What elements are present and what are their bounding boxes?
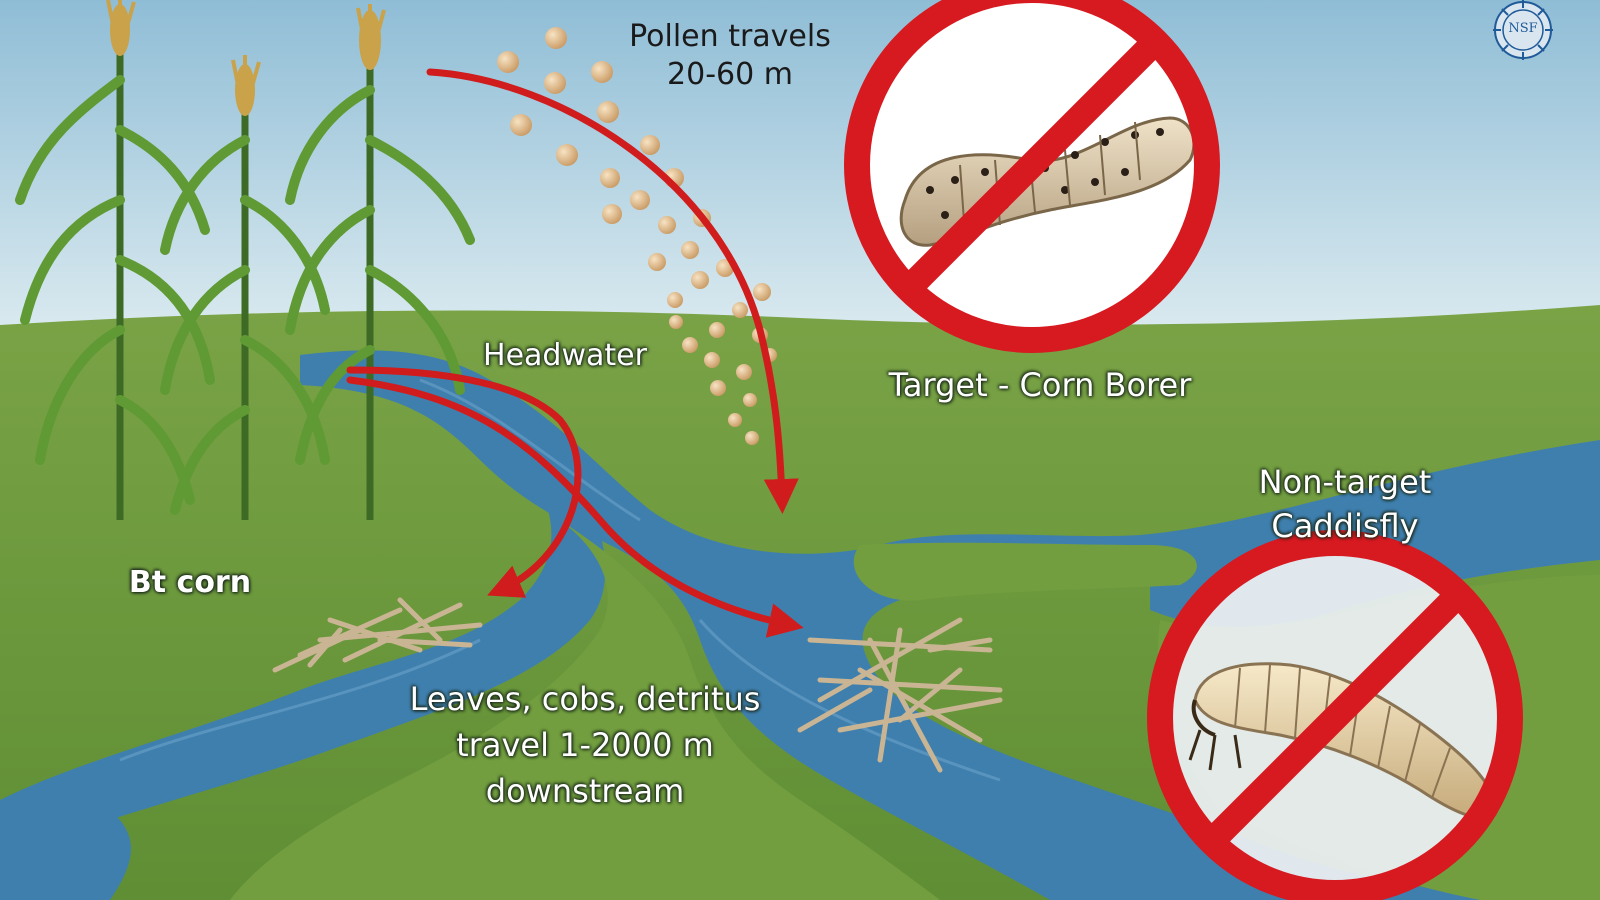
detritus-label-line2: travel 1-2000 m bbox=[456, 726, 714, 764]
nontarget-label: Non-target Caddisfly bbox=[1230, 460, 1460, 548]
target-label: Target - Corn Borer bbox=[888, 366, 1192, 404]
nsf-logo-icon bbox=[1493, 0, 1553, 60]
prohibition-sign-icon bbox=[844, 0, 1220, 353]
corn-plant-icon bbox=[15, 0, 475, 520]
headwater-label: Headwater bbox=[483, 338, 647, 373]
pollen-label-line2: 20-60 m bbox=[667, 57, 793, 92]
nontarget-label-line1: Non-target bbox=[1258, 463, 1432, 501]
prohibition-sign-icon bbox=[1147, 530, 1523, 900]
nsf-logo-text: NSF bbox=[1508, 21, 1538, 36]
detritus-label-line3: downstream bbox=[485, 772, 685, 810]
pollen-label-line1: Pollen travels bbox=[629, 19, 831, 54]
sky bbox=[0, 0, 1600, 340]
grass-island bbox=[853, 542, 1197, 601]
detritus-label-line1: Leaves, cobs, detritus bbox=[409, 680, 761, 718]
nontarget-label-line2: Caddisfly bbox=[1271, 507, 1419, 545]
arrow-icon bbox=[346, 68, 804, 638]
pollen-icon bbox=[497, 27, 777, 445]
pollen-label: Pollen travels 20-60 m bbox=[600, 18, 860, 94]
detritus-pile-icon bbox=[272, 597, 483, 673]
detritus-label: Leaves, cobs, detritus travel 1-2000 m d… bbox=[390, 676, 780, 814]
bt-corn-label: Bt corn bbox=[128, 565, 252, 600]
grass-island bbox=[230, 520, 940, 900]
detritus-pile-icon bbox=[797, 617, 1003, 773]
